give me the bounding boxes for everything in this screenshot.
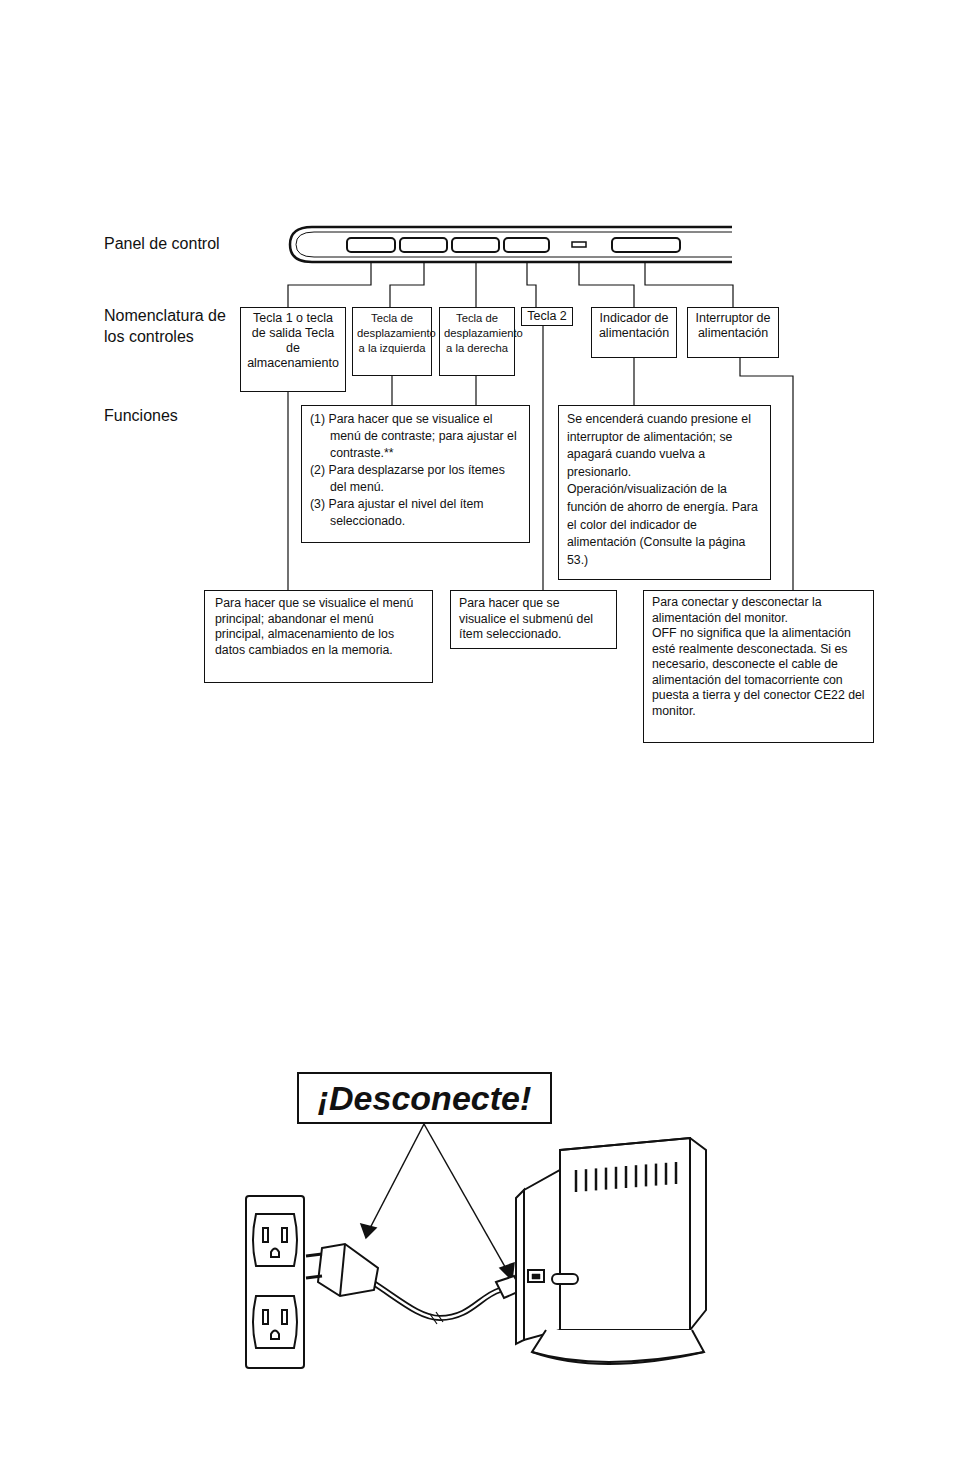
- vent-slot: [625, 1166, 628, 1188]
- connector: [634, 358, 635, 405]
- function-box: Para conectar y desconectar la alimentac…: [643, 590, 874, 743]
- section-label: Nomenclatura de los controles: [104, 305, 229, 347]
- function-box: (1) Para hacer que se visualice el menú …: [301, 405, 530, 543]
- vent-slot: [605, 1168, 608, 1190]
- box-text: (1) Para hacer que se visualice el menú …: [310, 411, 521, 462]
- function-box: Se encenderá cuando presione el interrup…: [558, 405, 771, 580]
- section-label: Panel de control: [104, 233, 254, 254]
- box-text: Para conectar y desconectar la alimentac…: [652, 595, 865, 626]
- vent-slot: [585, 1169, 588, 1191]
- box-text: (3) Para ajustar el nivel del ítem selec…: [310, 496, 521, 530]
- vent-slot: [595, 1168, 598, 1190]
- connector-line: [475, 376, 476, 405]
- box-text: Interruptor de alimentación: [692, 311, 774, 341]
- vent-slot: [665, 1163, 668, 1185]
- vent-slot: [645, 1164, 648, 1186]
- box-text: Indicador de alimentación: [596, 311, 672, 341]
- box-text: Tecla 1 o tecla de salida Tecla de almac…: [245, 311, 341, 371]
- section-label: Funciones: [104, 405, 224, 426]
- vent-slot: [675, 1162, 678, 1184]
- wall-outlet: [246, 1196, 304, 1368]
- box-text: Se encenderá cuando presione el interrup…: [567, 411, 762, 569]
- vent-slot: [655, 1164, 658, 1186]
- vent-slot: [635, 1165, 638, 1187]
- warning-box: ¡Desconecte!: [297, 1072, 552, 1124]
- box-text: (2) Para desplazarse por los ítemes del …: [310, 462, 521, 496]
- connector-line: [287, 392, 288, 590]
- box-text: Tecla de desplazamiento a la derecha: [444, 311, 510, 356]
- connector: [543, 326, 544, 590]
- box-text: Para hacer que se visualice el menú prin…: [215, 596, 422, 658]
- control-name-box: Tecla 1 o tecla de salida Tecla de almac…: [240, 307, 346, 392]
- box-text: Tecla de desplazamiento a la izquierda: [357, 311, 427, 356]
- vent-slots: [576, 1162, 676, 1192]
- connector-line: [542, 326, 543, 590]
- connector-line: [391, 376, 392, 405]
- leader-lines: [288, 262, 733, 307]
- connector: [392, 376, 393, 405]
- warning-text: ¡Desconecte!: [305, 1076, 544, 1120]
- function-box: Para hacer que se visualice el submenú d…: [450, 590, 617, 649]
- control-name-box: Tecla de desplazamiento a la derecha: [439, 307, 515, 376]
- monitor: [516, 1138, 706, 1364]
- function-box: Para hacer que se visualice el menú prin…: [204, 590, 433, 683]
- power-cord: [306, 1244, 522, 1324]
- connector-line: [633, 358, 634, 405]
- vent-slot: [575, 1170, 578, 1192]
- connector: [288, 392, 289, 590]
- box-text: Para hacer que se visualice el submenú d…: [459, 596, 608, 643]
- unplug-arrows: [361, 1124, 514, 1280]
- vent-slot: [615, 1167, 618, 1189]
- box-text: OFF no significa que la alimentación est…: [652, 626, 865, 719]
- control-name-box: Indicador de alimentación: [591, 307, 677, 358]
- control-name-box: Interruptor de alimentación: [687, 307, 779, 358]
- control-name-box: Tecla 2: [521, 307, 573, 326]
- control-panel: [290, 227, 732, 262]
- control-name-box: Tecla de desplazamiento a la izquierda: [352, 307, 432, 376]
- box-text: Tecla 2: [525, 309, 569, 324]
- connector: [476, 376, 477, 405]
